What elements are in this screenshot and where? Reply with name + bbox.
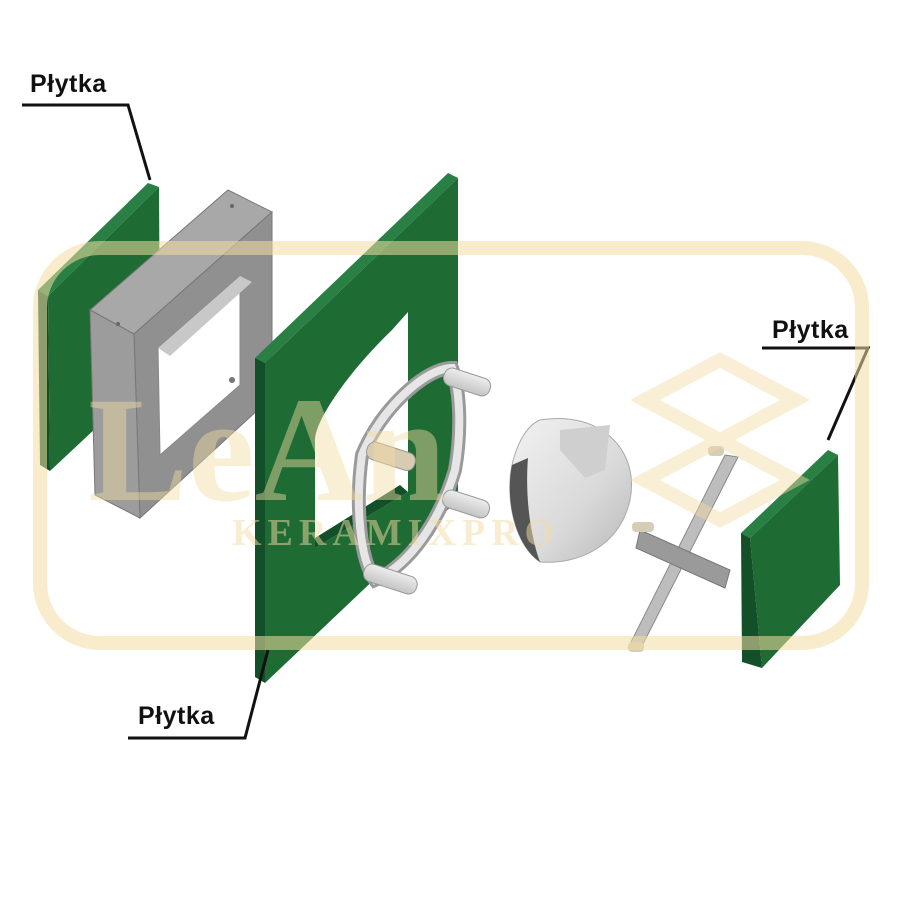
tile-middle [255,173,458,683]
cross-bracket [627,446,739,652]
label-tile-bottom-left: Płytka [138,702,215,730]
label-tile-top-left: Płytka [30,70,107,98]
leader-line-right [762,346,871,441]
leader-line-top-left [22,103,152,181]
mounting-pin [442,489,491,519]
mixer-body [509,418,632,563]
label-tile-right: Płytka [772,316,849,344]
leader-line-bottom-left [128,649,270,740]
tile-right [741,450,840,668]
